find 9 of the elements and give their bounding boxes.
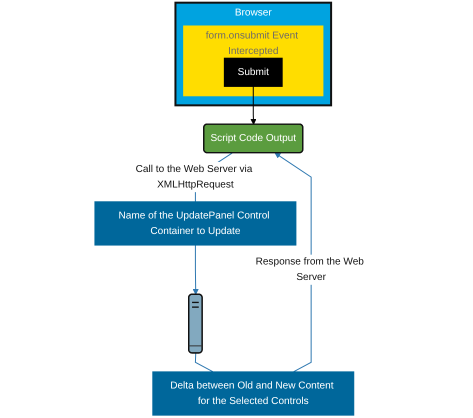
arrow — [192, 245, 199, 295]
edge-label: Response from the Web Server — [256, 256, 364, 282]
node-box: Name of the UpdatePanel Control Container to Update — [94, 201, 296, 246]
arrow — [250, 86, 256, 125]
edge-label: Call to the Web Server via XMLHttpRequest — [136, 163, 252, 190]
connector — [194, 353, 214, 372]
arrow — [274, 152, 312, 372]
node-box: Delta between Old and New Content for the Selected Controls — [152, 371, 354, 416]
node-box: Submit — [224, 58, 283, 87]
